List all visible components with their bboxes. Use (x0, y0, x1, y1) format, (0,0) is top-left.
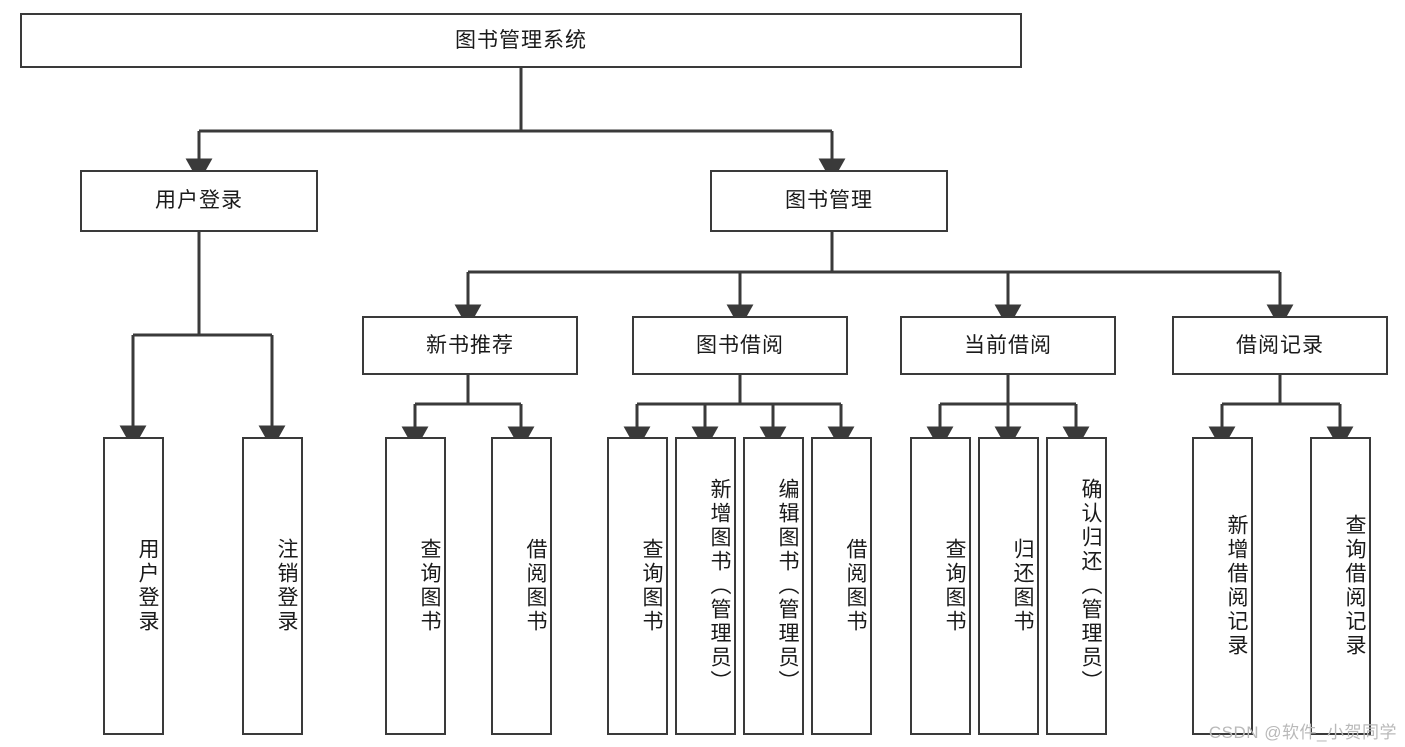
node-leaf-borrow-book-2[interactable]: 借阅图书 (811, 437, 872, 735)
node-leaf-query-book-2[interactable]: 查询图书 (607, 437, 668, 735)
node-leaf-return-book[interactable]: 归还图书 (978, 437, 1039, 735)
node-leaf-add-record[interactable]: 新增借阅记录 (1192, 437, 1253, 735)
node-label: 查询图书 (640, 538, 663, 634)
node-label: 图书管理 (785, 189, 873, 213)
node-leaf-logout[interactable]: 注销登录 (242, 437, 303, 735)
node-leaf-query-record[interactable]: 查询借阅记录 (1310, 437, 1371, 735)
node-book-management[interactable]: 图书管理 (710, 170, 948, 232)
node-leaf-edit-book[interactable]: 编辑图书（管理员） (743, 437, 804, 735)
node-label: 查询图书 (943, 538, 966, 634)
node-label: 图书借阅 (696, 333, 784, 357)
node-label: 确认归还（管理员） (1079, 478, 1102, 694)
node-user-login[interactable]: 用户登录 (80, 170, 318, 232)
node-label: 查询借阅记录 (1343, 514, 1366, 658)
node-label: 查询图书 (418, 538, 441, 634)
node-label: 注销登录 (275, 538, 298, 634)
watermark-text: CSDN @软件_小贺同学 (1208, 723, 1397, 742)
node-leaf-add-book[interactable]: 新增图书（管理员） (675, 437, 736, 735)
node-label: 借阅图书 (844, 538, 867, 634)
node-label: 新书推荐 (426, 333, 514, 357)
node-label: 编辑图书（管理员） (776, 478, 799, 694)
node-label: 借阅图书 (524, 538, 547, 634)
node-label: 图书管理系统 (455, 28, 587, 52)
node-new-book-recommend[interactable]: 新书推荐 (362, 316, 578, 375)
node-label: 用户登录 (155, 189, 243, 213)
node-root-title[interactable]: 图书管理系统 (20, 13, 1022, 68)
node-leaf-borrow-book-1[interactable]: 借阅图书 (491, 437, 552, 735)
node-label: 用户登录 (136, 538, 159, 634)
node-leaf-user-login[interactable]: 用户登录 (103, 437, 164, 735)
node-label: 新增借阅记录 (1225, 514, 1248, 658)
node-label: 当前借阅 (964, 333, 1052, 357)
node-label: 新增图书（管理员） (708, 478, 731, 694)
node-leaf-query-book-1[interactable]: 查询图书 (385, 437, 446, 735)
node-book-borrow[interactable]: 图书借阅 (632, 316, 848, 375)
node-label: 归还图书 (1011, 538, 1034, 634)
node-leaf-confirm-return[interactable]: 确认归还（管理员） (1046, 437, 1107, 735)
node-leaf-query-book-3[interactable]: 查询图书 (910, 437, 971, 735)
node-current-borrow[interactable]: 当前借阅 (900, 316, 1116, 375)
node-label: 借阅记录 (1236, 333, 1324, 357)
node-borrow-record[interactable]: 借阅记录 (1172, 316, 1388, 375)
